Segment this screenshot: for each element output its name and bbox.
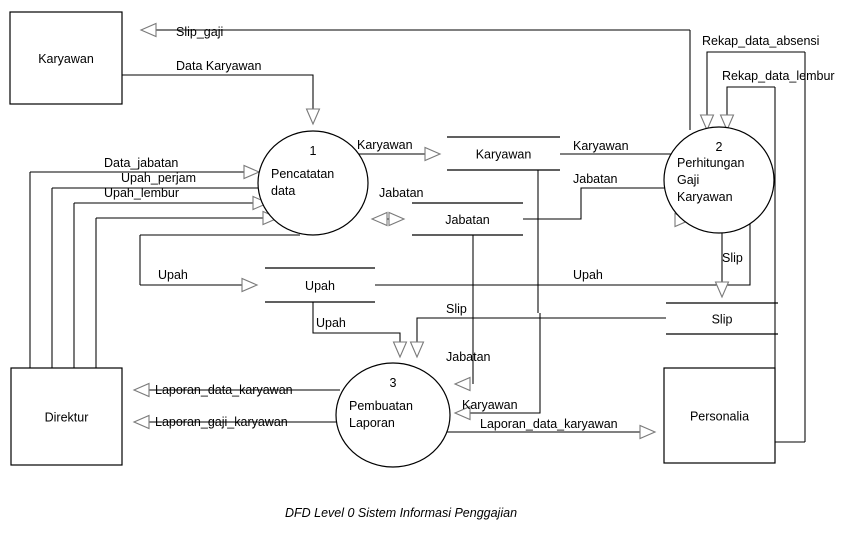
entity-personalia[interactable]: Personalia [663, 367, 776, 464]
datastore-label: Jabatan [445, 213, 490, 227]
flow-connector [375, 219, 751, 286]
flow-arrow-head [388, 211, 406, 227]
flow-label-upah_ds_p2: Upah [573, 268, 603, 282]
flow-label-data_jabatan: Data_jabatan [104, 156, 178, 170]
process-label-line: Pembuatan [349, 399, 413, 413]
flow-label-slip_gaji: Slip_gaji [176, 25, 223, 39]
flow-connector [455, 313, 541, 414]
process-label-line: Laporan [349, 416, 395, 430]
datastore-jabatan[interactable]: Jabatan [412, 202, 523, 236]
flow-arrow-head [241, 277, 259, 293]
flow-label-data_karyawan: Data Karyawan [176, 59, 262, 73]
flow-label-karyawan_p1_ds: Karyawan [357, 138, 413, 152]
flow-label-jabatan_ds_p2: Jabatan [573, 172, 618, 186]
process-label-line: data [271, 184, 295, 198]
flow-label-laporan_data_karyawan_pers: Laporan_data_karyawan [480, 417, 618, 431]
flow-connector [706, 51, 806, 442]
flow-arrow-head [392, 341, 408, 359]
flow-arrow-head [453, 376, 471, 392]
process-label-line: Perhitungan [677, 156, 744, 170]
process-label-line: Gaji [677, 173, 699, 187]
entity-label: Direktur [45, 411, 89, 425]
arrow-head-layer [132, 22, 735, 440]
flow-path-layer [29, 29, 806, 443]
flow-label-rekap_absensi: Rekap_data_absensi [702, 34, 819, 48]
flow-label-slip_p2_ds: Slip [722, 251, 743, 265]
process-number: 1 [310, 144, 317, 158]
flow-arrow-head [305, 108, 321, 126]
flow-arrow-head [639, 424, 657, 440]
diagram-caption: DFD Level 0 Sistem Informasi Penggajian [285, 506, 517, 520]
process-label-line: Karyawan [677, 190, 733, 204]
flow-arrow-head [424, 146, 442, 162]
flow-arrow-head [699, 114, 715, 132]
entity-label: Karyawan [38, 52, 94, 66]
entity-box [10, 367, 123, 466]
flow-label-karyawan_ds_p3: Karyawan [462, 398, 518, 412]
datastore-slip[interactable]: Slip [666, 302, 778, 335]
process-circle [257, 130, 369, 236]
entity-box [663, 367, 776, 464]
datastore-label: Upah [305, 279, 335, 293]
flow-label-jabatan_ds_p3: Jabatan [446, 350, 491, 364]
entity-direktur[interactable]: Direktur [10, 367, 123, 466]
datastore-karyawan[interactable]: Karyawan [447, 136, 560, 171]
process-number: 2 [716, 140, 723, 154]
entity-label: Personalia [690, 410, 749, 424]
process-layer: 1Pencatatandata2PerhitunganGajiKaryawan3… [257, 126, 775, 468]
datastore-label: Karyawan [476, 148, 532, 162]
flow-label-upah_ds_p3: Upah [316, 316, 346, 330]
flow-label-slip_ds_p3: Slip [446, 302, 467, 316]
flow-label-laporan_gaji_karyawan_dir: Laporan_gaji_karyawan [155, 415, 288, 429]
flow-label-karyawan_ds_p2: Karyawan [573, 139, 629, 153]
entity-karyawan[interactable]: Karyawan [9, 11, 123, 105]
flow-label-upah_p1_ds: Upah [158, 268, 188, 282]
flow-arrow-head [139, 22, 157, 38]
flow-arrow-head [243, 164, 261, 180]
process-number: 3 [390, 376, 397, 390]
flow-label-jabatan_p1_ds: Jabatan [379, 186, 424, 200]
entity-box [9, 11, 123, 105]
process-circle [663, 126, 775, 234]
flow-arrow-head [132, 414, 150, 430]
flow-label-rekap_lembur: Rekap_data_lembur [722, 69, 835, 83]
datastore-label: Slip [712, 313, 733, 327]
flow-arrow-head [714, 281, 730, 299]
flow-connector [523, 187, 689, 220]
flow-arrow-head [453, 405, 471, 421]
flow-connector [122, 74, 314, 124]
flow-label-upah_lembur: Upah_lembur [104, 186, 179, 200]
flow-arrow-head [409, 341, 425, 359]
flow-arrow-head [132, 382, 150, 398]
flow-label-laporan_data_karyawan_dir: Laporan_data_karyawan [155, 383, 293, 397]
flow-arrow-head [719, 114, 735, 132]
datastore-upah[interactable]: Upah [265, 267, 375, 303]
flow-arrow-head [370, 211, 388, 227]
process-circle [335, 362, 451, 468]
process-label-line: Pencatatan [271, 167, 334, 181]
flow-label-upah_perjam: Upah_perjam [121, 171, 196, 185]
